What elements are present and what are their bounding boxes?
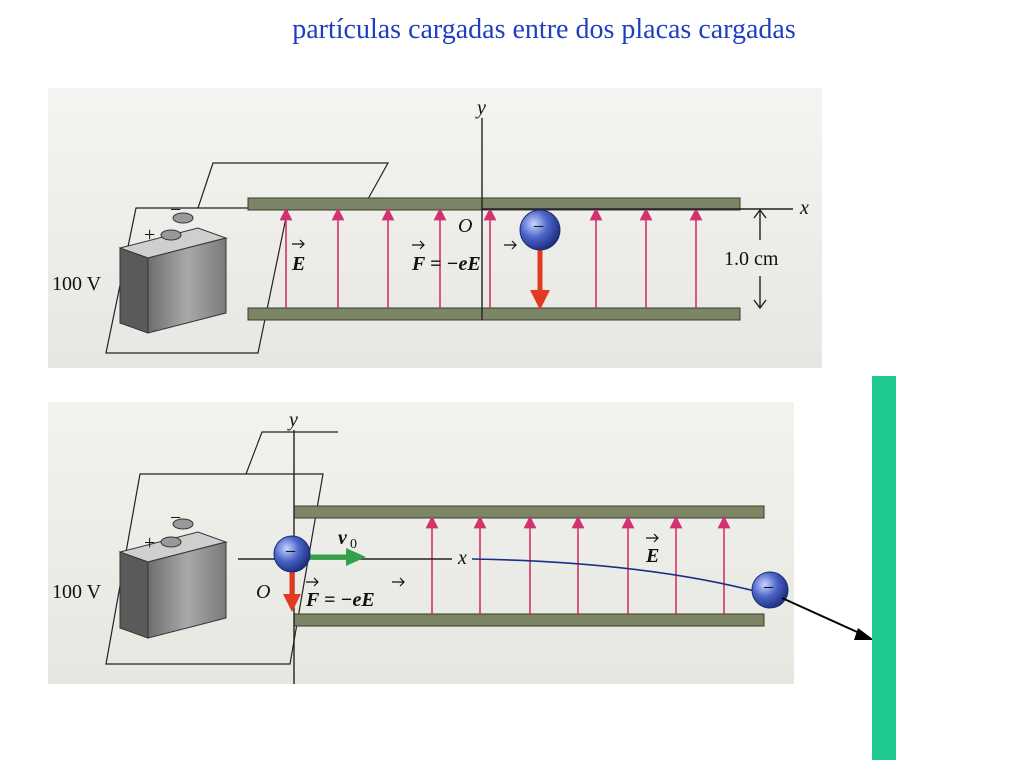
pointer-arrow bbox=[781, 597, 867, 637]
svg-text:F: F bbox=[305, 589, 320, 611]
y-axis-label: y bbox=[287, 409, 298, 431]
svg-text:0: 0 bbox=[350, 537, 357, 552]
electron bbox=[519, 209, 561, 251]
x-axis-label: x bbox=[457, 547, 467, 569]
diagram-top-panel: − + 100 V y x O E F = −eE − 1. bbox=[48, 88, 822, 368]
battery-plus-label: + bbox=[144, 532, 155, 554]
wire-frame-upper bbox=[245, 431, 338, 475]
svg-text:E: E bbox=[291, 253, 305, 275]
battery bbox=[118, 212, 228, 334]
svg-text:E: E bbox=[645, 545, 659, 567]
lower-plate bbox=[247, 307, 741, 321]
velocity-arrow-head bbox=[346, 548, 366, 566]
battery-plus-label: + bbox=[144, 224, 155, 246]
x-axis-label: x bbox=[799, 197, 809, 219]
y-axis-label: y bbox=[475, 97, 486, 119]
velocity-label: v 0 bbox=[338, 527, 357, 552]
svg-text:v: v bbox=[338, 527, 348, 549]
battery bbox=[118, 518, 228, 639]
detector-screen bbox=[872, 376, 896, 760]
svg-text:= −eE: = −eE bbox=[430, 253, 481, 275]
diagram-bottom-panel: − + 100 V y x O v 0 − F = −eE E bbox=[48, 402, 794, 684]
page-title: partículas cargadas entre dos placas car… bbox=[292, 14, 796, 45]
force-arrow-head bbox=[283, 594, 301, 612]
field-lines bbox=[425, 515, 731, 614]
force-equation: F = −eE bbox=[411, 240, 517, 275]
battery-minus-label: − bbox=[170, 199, 181, 221]
electron-sign: − bbox=[533, 216, 544, 238]
field-lines bbox=[279, 207, 703, 308]
voltage-label: 100 V bbox=[52, 581, 102, 603]
spacing-dimension bbox=[753, 208, 767, 310]
pointer-arrow-head bbox=[854, 628, 874, 640]
wire-frame bbox=[105, 473, 324, 665]
field-label: E bbox=[645, 533, 659, 567]
force-equation: F = −eE bbox=[305, 577, 405, 611]
electron-trajectory bbox=[471, 558, 767, 595]
field-label: E bbox=[291, 239, 305, 275]
wire-frame-upper bbox=[197, 162, 390, 209]
diagram-bottom-svg: − + 100 V y x O v 0 − F = −eE E bbox=[48, 402, 794, 684]
svg-text:F: F bbox=[411, 253, 426, 275]
electron-end bbox=[751, 571, 789, 609]
battery-minus-label: − bbox=[170, 507, 181, 529]
electron-end-sign: − bbox=[763, 577, 774, 599]
diagram-top-svg: − + 100 V y x O E F = −eE − 1. bbox=[48, 88, 822, 368]
origin-label: O bbox=[256, 581, 270, 603]
electron-start-sign: − bbox=[285, 541, 296, 563]
svg-text:= −eE: = −eE bbox=[324, 589, 375, 611]
voltage-label: 100 V bbox=[52, 273, 102, 295]
origin-label: O bbox=[458, 215, 472, 237]
force-arrow-head bbox=[530, 290, 550, 310]
spacing-label: 1.0 cm bbox=[724, 248, 779, 270]
electron-start bbox=[273, 535, 311, 573]
